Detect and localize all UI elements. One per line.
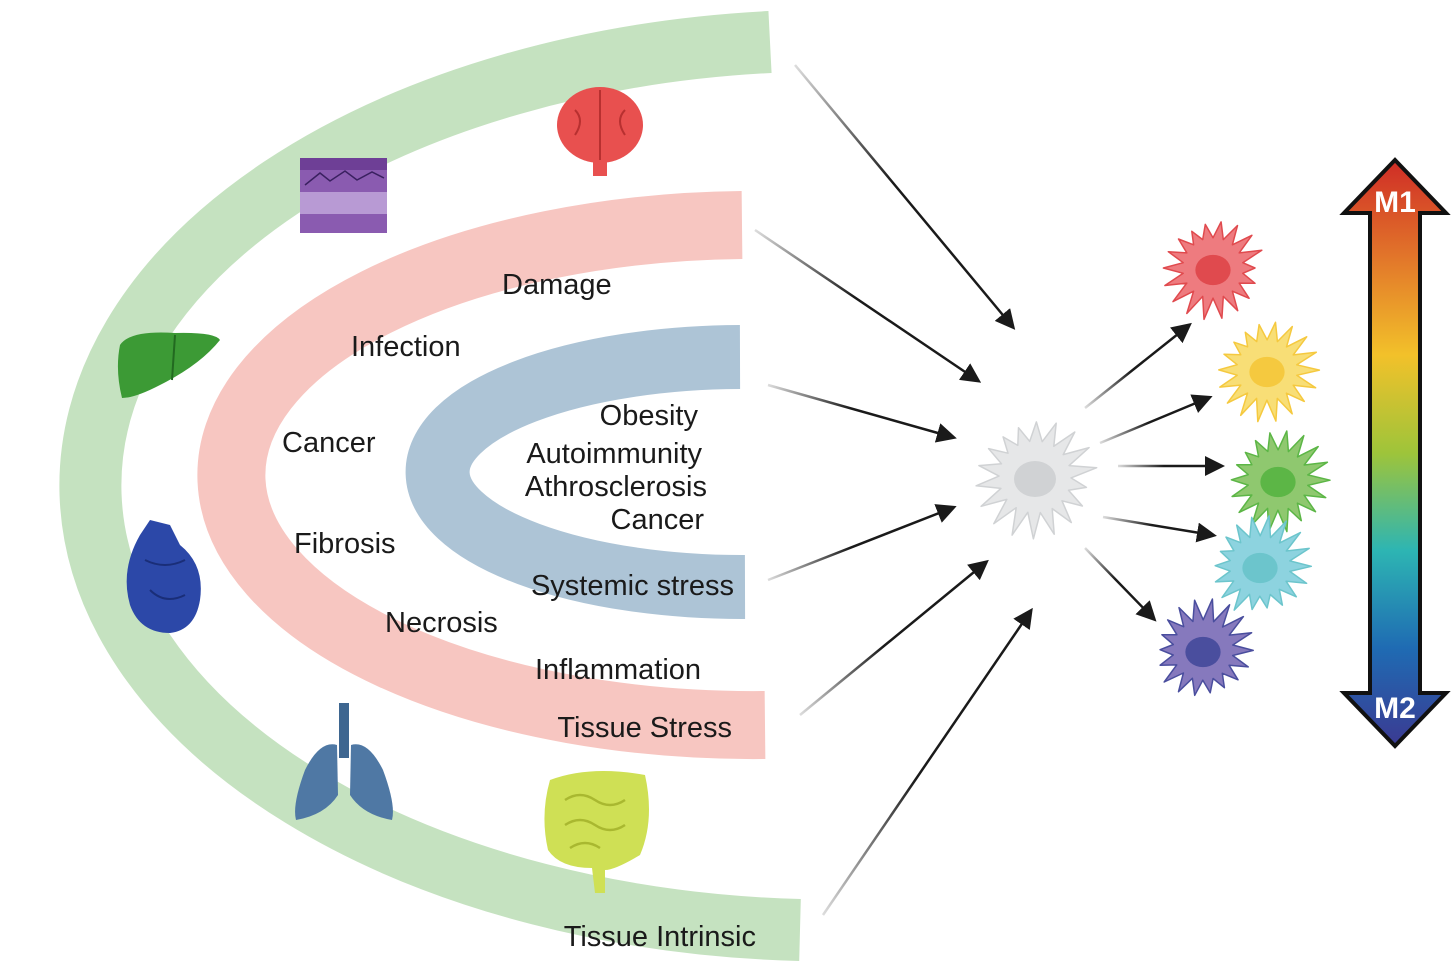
- input-arrow: [767, 504, 957, 582]
- naive-macrophage: [975, 421, 1098, 540]
- m1-label: M1: [1374, 186, 1416, 219]
- skin-icon: [300, 158, 387, 233]
- label-fibrosis: Fibrosis: [294, 528, 396, 560]
- label-necrosis: Necrosis: [385, 607, 498, 639]
- cell-nucleus: [1260, 466, 1296, 498]
- polarized-macrophage-3: [1230, 430, 1331, 533]
- input-arrow: [799, 559, 989, 716]
- label-infection: Infection: [351, 331, 461, 363]
- m1-m2-spectrum-arrow: [1339, 157, 1451, 749]
- label-systemic-stress: Systemic stress: [531, 570, 734, 602]
- label-cancer-systemic: Cancer: [611, 504, 705, 536]
- macrophages: [975, 221, 1331, 697]
- intestine-icon: [544, 771, 649, 893]
- input-arrow: [821, 607, 1033, 916]
- polarized-macrophage-2: [1218, 321, 1321, 423]
- label-tissue-intrinsic: Tissue Intrinsic: [564, 921, 756, 953]
- polarized-macrophage-5: [1159, 598, 1254, 697]
- label-obesity: Obesity: [600, 400, 699, 432]
- tissue-stress-band: [197, 191, 766, 760]
- label-autoimmunity: Autoimmunity: [526, 438, 702, 470]
- polarization-arrow: [1099, 394, 1213, 445]
- label-cancer-tissue: Cancer: [282, 427, 376, 459]
- label-athrosclerosis: Athrosclerosis: [525, 471, 707, 503]
- cell-nucleus: [1185, 636, 1221, 668]
- brain-icon: [557, 87, 643, 176]
- cell-nucleus: [1014, 461, 1056, 497]
- m2-label: M2: [1374, 692, 1416, 725]
- label-tissue-stress: Tissue Stress: [557, 712, 732, 744]
- heart-icon: [126, 520, 201, 633]
- systemic-stress-band: [405, 325, 746, 620]
- lungs-icon: [295, 703, 393, 820]
- input-arrow: [754, 228, 982, 383]
- input-arrow: [767, 383, 957, 443]
- arrows: [754, 64, 1225, 916]
- liver-icon: [117, 332, 220, 398]
- label-damage: Damage: [502, 269, 612, 301]
- polarized-macrophage-4: [1214, 515, 1313, 611]
- cell-nucleus: [1195, 254, 1231, 286]
- label-inflammation: Inflammation: [535, 654, 701, 686]
- polarization-arrow: [1084, 547, 1157, 622]
- polarization-arrow: [1084, 322, 1192, 409]
- cell-nucleus: [1242, 552, 1278, 584]
- cell-nucleus: [1249, 356, 1285, 388]
- tissue-intrinsic-band: [59, 11, 801, 961]
- input-arrow: [794, 64, 1016, 330]
- polarization-arrow: [1102, 515, 1217, 543]
- polarized-macrophage-1: [1162, 221, 1263, 321]
